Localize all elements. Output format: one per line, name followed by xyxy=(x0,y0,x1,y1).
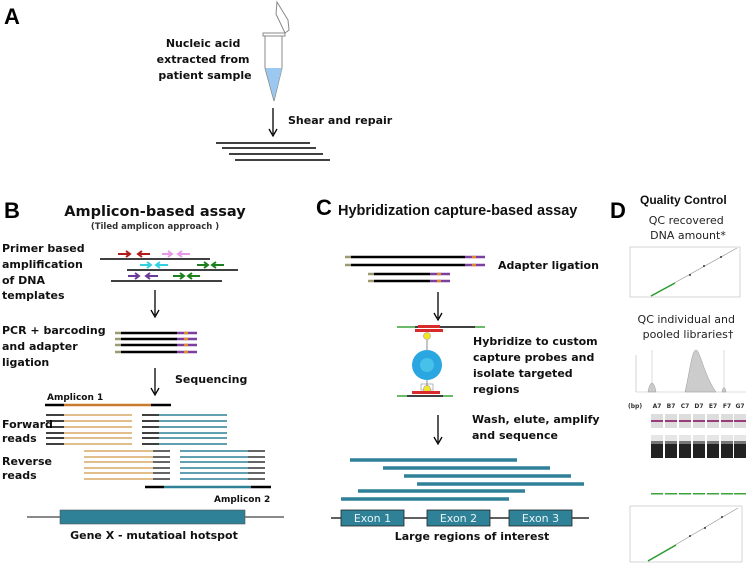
standard-curve-plot xyxy=(629,246,741,298)
lower-marker-band xyxy=(734,493,746,495)
electropherogram xyxy=(635,349,746,393)
tube-icon xyxy=(262,0,290,102)
sample-band-edge xyxy=(707,441,719,444)
exon-1: Exon 1 xyxy=(340,509,405,527)
sequencing-label: Sequencing xyxy=(175,373,247,386)
lower-marker-band xyxy=(651,493,663,495)
forward-reads-label: Forward reads xyxy=(2,418,57,445)
panel-c: C Hybridization capture-based assay Adap… xyxy=(316,195,603,543)
adapter-ligation-label: Adapter ligation xyxy=(498,259,599,272)
gel-lane-label: A7 xyxy=(653,403,662,410)
standard-curve-plot-2 xyxy=(629,505,743,563)
sample-band-edge xyxy=(679,441,691,444)
sequencing-reads xyxy=(46,414,265,480)
gel-unit-label: (bp) xyxy=(628,403,642,410)
exon-3: Exon 3 xyxy=(508,509,573,527)
sample-band xyxy=(707,444,719,458)
marker-band xyxy=(721,420,733,422)
gene-label: Gene X - mutatioal hotspot xyxy=(70,529,238,542)
marker-band xyxy=(651,420,663,422)
amplicon-1-label: Amplicon 1 xyxy=(47,393,103,403)
marker-band xyxy=(665,420,677,422)
sample-band xyxy=(665,444,677,458)
hybridize-label: Hybridize to custom capture probes and i… xyxy=(473,335,601,396)
lower-marker-band xyxy=(693,493,705,495)
sample-band xyxy=(651,444,663,458)
sample-band xyxy=(734,444,746,458)
svg-text:Exon 3: Exon 3 xyxy=(522,512,559,525)
sample-band-edge xyxy=(721,441,733,444)
sample-band-edge xyxy=(651,441,663,444)
primer-templates xyxy=(100,250,238,282)
gel-lane-label: D7 xyxy=(694,403,703,410)
sample-band xyxy=(693,444,705,458)
gene-x xyxy=(27,509,284,525)
gel-image: A7 B7 C7 D7 E7 F7 G7 xyxy=(651,403,746,495)
arrow-down-icon xyxy=(150,368,160,397)
sample-band-edge xyxy=(693,441,705,444)
panel-c-letter: C xyxy=(316,195,332,220)
gel-lane-label: B7 xyxy=(667,403,676,410)
panel-a: A Nucleic acid extracted from patient sa… xyxy=(4,0,393,161)
qc-dna-label: QC recovered DNA amount* xyxy=(649,214,727,242)
gel-lane-label: E7 xyxy=(709,403,717,410)
arrow-down-icon xyxy=(433,415,443,446)
panel-d: D Quality Control QC recovered DNA amoun… xyxy=(610,193,746,563)
qc-libraries-label: QC individual and pooled libraries† xyxy=(638,313,739,341)
marker-band xyxy=(707,420,719,422)
panel-b-title: Amplicon-based assay xyxy=(64,204,246,220)
marker-band xyxy=(734,420,746,422)
lower-marker-band xyxy=(721,493,733,495)
sample-label: Nucleic acid extracted from patient samp… xyxy=(157,37,254,82)
arrow-down-icon xyxy=(150,290,160,319)
marker-band xyxy=(679,420,691,422)
wash-label: Wash, elute, amplify and sequence xyxy=(472,413,603,442)
gel-lane-label: C7 xyxy=(681,403,690,410)
primer-step-label: Primer based amplification of DNA templa… xyxy=(2,242,88,302)
sheared-fragments xyxy=(216,142,330,161)
lower-marker-band xyxy=(679,493,691,495)
capture-bead-complex xyxy=(397,325,485,397)
panel-b-letter: B xyxy=(4,198,20,223)
panel-d-letter: D xyxy=(610,198,626,223)
pcr-step-label: PCR + barcoding and adapter ligation xyxy=(2,324,109,369)
svg-text:Exon 2: Exon 2 xyxy=(440,512,477,525)
sample-band xyxy=(679,444,691,458)
panel-b-subtitle: (Tiled amplicon approach ) xyxy=(91,222,219,232)
svg-text:Exon 1: Exon 1 xyxy=(354,512,391,525)
lower-marker-band xyxy=(707,493,719,495)
adapter-ligated-fragments xyxy=(345,255,485,283)
exon-2: Exon 2 xyxy=(426,509,491,527)
panel-a-letter: A xyxy=(4,4,20,29)
arrow-down-icon xyxy=(433,292,443,322)
sample-band xyxy=(721,444,733,458)
gel-lane-label: G7 xyxy=(735,403,744,410)
panel-c-title: Hybridization capture-based assay xyxy=(338,203,577,219)
marker-band xyxy=(693,420,705,422)
amplicon-2-label: Amplicon 2 xyxy=(214,495,270,505)
barcoded-fragments xyxy=(115,331,197,354)
reverse-reads-label: Reverse reads xyxy=(2,455,56,482)
panel-d-title: Quality Control xyxy=(640,193,727,207)
sample-band-edge xyxy=(734,441,746,444)
sample-band-edge xyxy=(665,441,677,444)
shear-label: Shear and repair xyxy=(288,114,393,127)
lower-marker-band xyxy=(665,493,677,495)
arrow-down-icon xyxy=(268,108,278,138)
capture-reads xyxy=(341,458,584,501)
gel-lane-label: F7 xyxy=(723,403,731,410)
panel-b: B Amplicon-based assay (Tiled amplicon a… xyxy=(2,198,284,542)
regions-label: Large regions of interest xyxy=(395,530,550,543)
